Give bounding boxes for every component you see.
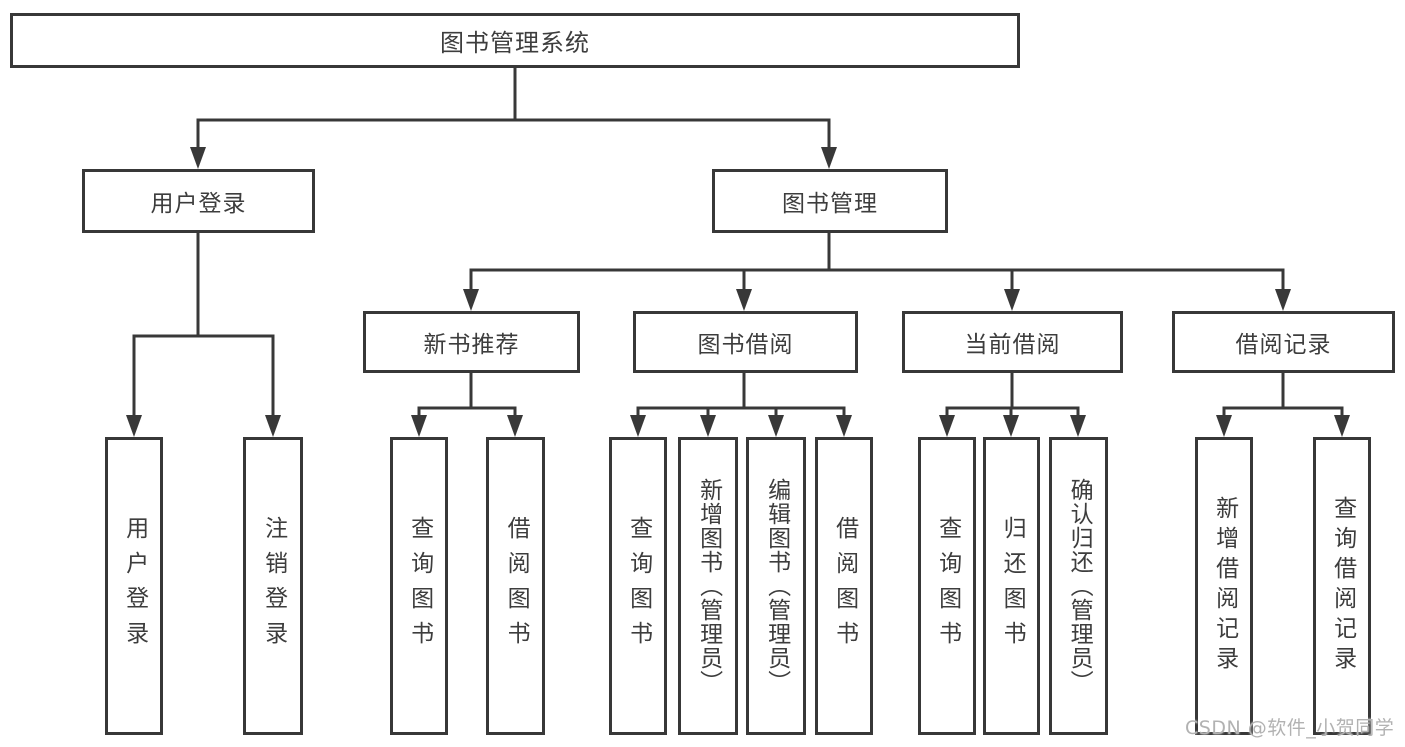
leaf-label: 注销登录 [260,516,287,656]
node-label: 用户登录 [150,191,247,217]
node-label: 借阅记录 [1235,332,1332,358]
leaf-add-borrow-record: 新增借阅记录 [1195,437,1253,735]
leaf-label: 新增图书（管理员） [695,478,722,694]
leaf-label: 查询图书 [625,516,652,656]
leaf-label: 新增借阅记录 [1211,496,1238,676]
leaf-query-books-recommend: 查询图书 [390,437,448,735]
leaf-query-books-current: 查询图书 [918,437,976,735]
leaf-borrow-books-recommend: 借阅图书 [486,437,545,735]
node-label: 图书借阅 [697,332,794,358]
leaf-return-books: 归还图书 [983,437,1040,735]
node-label: 图书管理系统 [440,29,590,57]
leaf-label: 归还图书 [999,516,1026,656]
node-label: 新书推荐 [423,332,520,358]
node-book-borrowing: 图书借阅 [633,311,858,373]
node-borrowing-records: 借阅记录 [1172,311,1395,373]
leaf-label: 借阅图书 [503,516,530,656]
leaf-label: 确认归还（管理员） [1066,478,1093,694]
node-new-book-recommendation: 新书推荐 [363,311,580,373]
leaf-label: 查询图书 [406,516,433,656]
node-label: 当前借阅 [964,332,1061,358]
leaf-label: 查询借阅记录 [1329,496,1356,676]
leaf-user-login: 用户登录 [105,437,163,735]
leaf-label: 用户登录 [121,516,148,656]
leaf-add-book-admin: 新增图书（管理员） [678,437,738,735]
leaf-edit-book-admin: 编辑图书（管理员） [746,437,806,735]
leaf-label: 查询图书 [934,516,961,656]
watermark: CSDN @软件_小贺同学 [1185,717,1395,739]
node-user-login: 用户登录 [82,169,315,233]
leaf-confirm-return-admin: 确认归还（管理员） [1049,437,1108,735]
node-label: 图书管理 [782,191,878,217]
leaf-query-borrow-record: 查询借阅记录 [1313,437,1371,735]
leaf-logout: 注销登录 [243,437,303,735]
leaf-label: 编辑图书（管理员） [763,478,790,694]
node-current-borrowing: 当前借阅 [902,311,1123,373]
leaf-borrow-books-borrowing: 借阅图书 [815,437,873,735]
node-library-management-system: 图书管理系统 [10,13,1020,68]
node-book-management: 图书管理 [712,169,948,233]
leaf-label: 借阅图书 [831,516,858,656]
leaf-query-books-borrowing: 查询图书 [609,437,667,735]
